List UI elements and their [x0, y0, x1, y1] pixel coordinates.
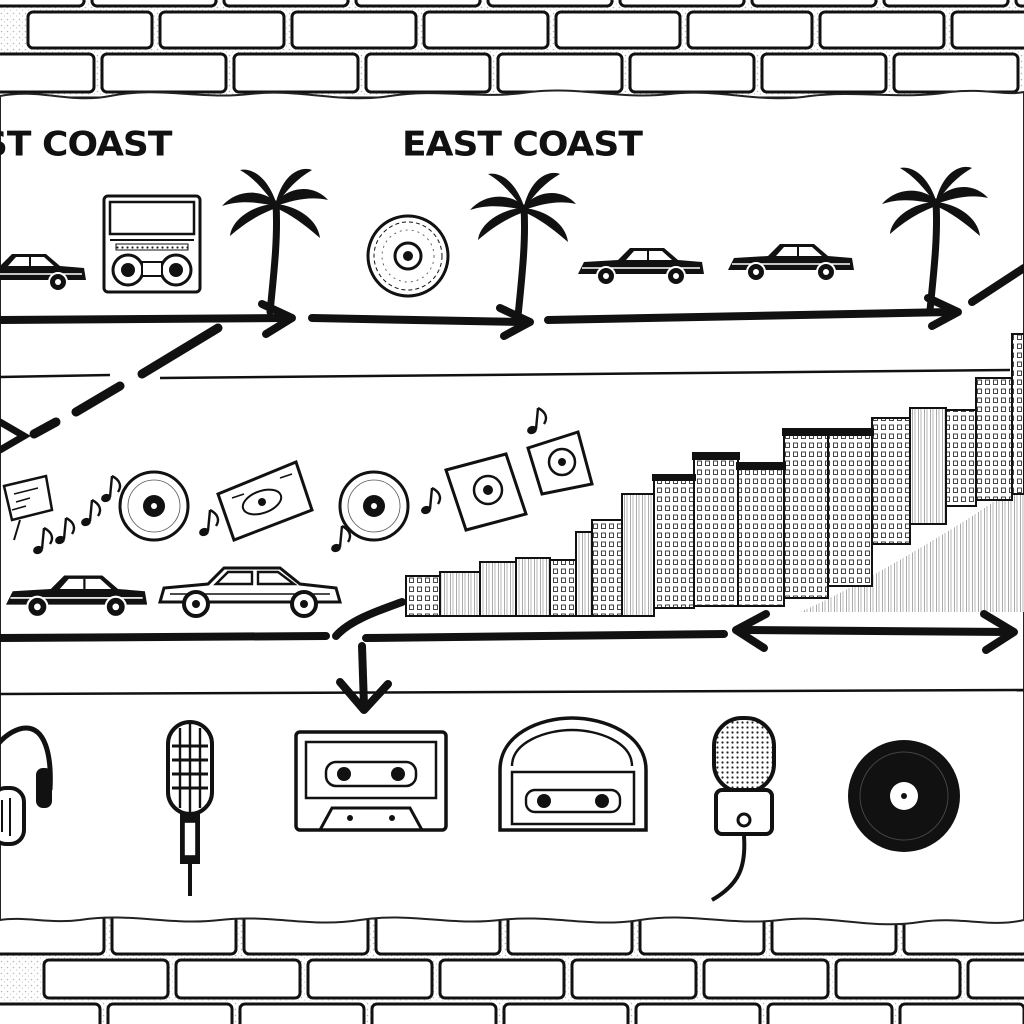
brick — [760, 52, 888, 94]
brick — [158, 10, 286, 50]
record-sleeve-icon — [444, 452, 528, 532]
divider-line-upper — [0, 373, 111, 379]
brick — [42, 958, 170, 1000]
brick — [496, 52, 624, 94]
brick — [90, 0, 218, 8]
brick — [232, 52, 360, 94]
brick — [290, 10, 418, 50]
record-icon — [118, 470, 190, 542]
dashed-connector-arrow — [0, 323, 223, 454]
brick — [966, 958, 1024, 1000]
record-sleeve-icon — [524, 406, 594, 496]
cassette-tape-icon — [294, 730, 448, 832]
flyer-icon — [2, 474, 54, 541]
brick — [0, 1002, 102, 1024]
city-skyline-icon — [405, 333, 1024, 617]
ticket-icon — [216, 460, 314, 542]
brick — [370, 1002, 498, 1024]
brick — [1014, 0, 1024, 8]
brick — [554, 10, 682, 50]
vinyl-record-icon — [848, 740, 960, 852]
brick — [892, 52, 1020, 94]
headphones-icon — [0, 725, 53, 846]
brick — [364, 52, 492, 94]
divider-line-upper-right — [159, 368, 1011, 380]
cassette-player-icon — [498, 716, 648, 832]
brick — [502, 1002, 630, 1024]
brick — [486, 0, 614, 8]
brick — [834, 958, 962, 1000]
brick — [618, 0, 746, 8]
microphone-icon — [711, 716, 776, 902]
brick — [438, 958, 566, 1000]
brick — [306, 958, 434, 1000]
vinyl-record-icon — [366, 214, 450, 298]
brick — [100, 52, 228, 94]
brick — [702, 958, 830, 1000]
brick — [0, 52, 96, 94]
microphone-icon — [166, 720, 214, 896]
brick — [106, 1002, 234, 1024]
brick — [354, 0, 482, 8]
brick — [882, 0, 1010, 8]
brick — [950, 10, 1024, 50]
brick — [898, 1002, 1024, 1024]
brick — [628, 52, 756, 94]
brick — [818, 10, 946, 50]
east-coast-title-center: EAST COAST — [402, 125, 643, 164]
brick — [238, 1002, 366, 1024]
brick — [570, 958, 698, 1000]
brick — [422, 10, 550, 50]
brick — [222, 0, 350, 8]
brick — [750, 0, 878, 8]
brick — [686, 10, 814, 50]
divider-line-lower — [0, 688, 1024, 696]
brick — [634, 1002, 762, 1024]
record-icon — [338, 470, 410, 542]
brick — [766, 1002, 894, 1024]
timeline-arrows-row-2 — [0, 598, 1018, 714]
brick — [174, 958, 302, 1000]
brick — [0, 0, 86, 8]
brick — [26, 10, 154, 50]
east-coast-title-left: ST COAST — [0, 125, 172, 164]
boombox-icon — [102, 194, 202, 294]
timeline-arrows-row-1 — [0, 264, 1024, 340]
